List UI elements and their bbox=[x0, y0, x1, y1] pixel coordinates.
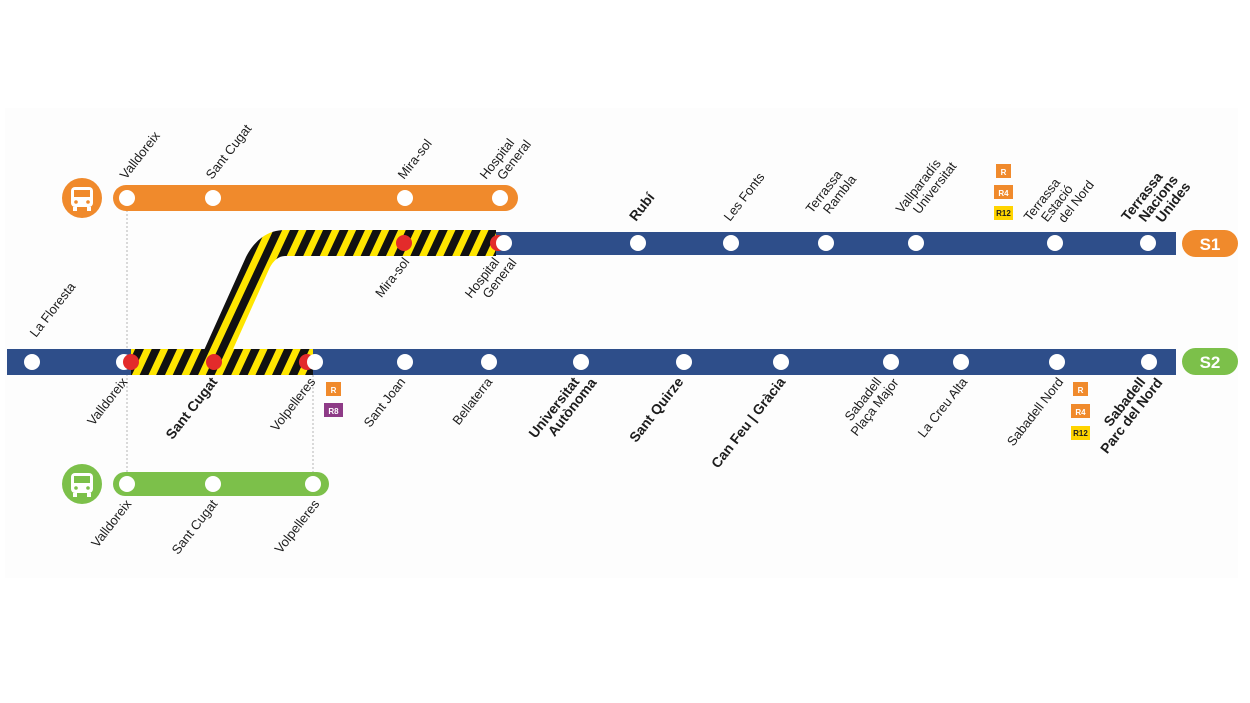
rodalies-r4-icon bbox=[1071, 404, 1090, 418]
rodalies-r4-icon bbox=[994, 185, 1013, 199]
station-dot[interactable] bbox=[24, 354, 40, 370]
rodalies-r-icon bbox=[1073, 382, 1088, 396]
rodalies-label: R bbox=[1001, 168, 1007, 177]
station-dot-affected[interactable] bbox=[123, 354, 139, 370]
station-dot[interactable] bbox=[119, 190, 135, 206]
station-dot[interactable] bbox=[1140, 235, 1156, 251]
connector-guides bbox=[126, 198, 314, 484]
station-dot[interactable] bbox=[676, 354, 692, 370]
station-dot[interactable] bbox=[397, 190, 413, 206]
rodalies-volpelleres: R R8 bbox=[324, 382, 343, 417]
rodalies-label: R12 bbox=[1073, 429, 1088, 438]
rodalies-r8-icon bbox=[324, 403, 343, 417]
bus-s2-stops bbox=[119, 476, 321, 492]
s2-stations bbox=[24, 354, 1157, 370]
bus-icon bbox=[71, 187, 93, 211]
rodalies-r12-icon bbox=[994, 206, 1013, 220]
rodalies-r-icon bbox=[326, 382, 341, 396]
station-dot[interactable] bbox=[119, 476, 135, 492]
bus-icon bbox=[71, 473, 93, 497]
station-dot[interactable] bbox=[908, 235, 924, 251]
bus-s1-stops bbox=[119, 190, 508, 206]
station-dot[interactable] bbox=[1141, 354, 1157, 370]
s1-track bbox=[496, 232, 1176, 255]
rodalies-label: R4 bbox=[998, 189, 1009, 198]
station-dot[interactable] bbox=[205, 190, 221, 206]
station-dot[interactable] bbox=[492, 190, 508, 206]
rodalies-label: R bbox=[1078, 386, 1084, 395]
station-dot[interactable] bbox=[630, 235, 646, 251]
station-dot[interactable] bbox=[953, 354, 969, 370]
station-dot[interactable] bbox=[397, 354, 413, 370]
station-dot[interactable] bbox=[496, 235, 512, 251]
station-dot[interactable] bbox=[307, 354, 323, 370]
station-dot[interactable] bbox=[1049, 354, 1065, 370]
station-dot[interactable] bbox=[773, 354, 789, 370]
s2-badge[interactable]: S2 bbox=[1182, 348, 1238, 375]
rodalies-r12-icon bbox=[1071, 426, 1090, 440]
rodalies-label: R8 bbox=[328, 407, 339, 416]
rodalies-terrassa-nord: R R4 R12 bbox=[994, 164, 1013, 220]
rodalies-label: R bbox=[331, 386, 337, 395]
station-dot[interactable] bbox=[481, 354, 497, 370]
rodalies-label: R12 bbox=[996, 209, 1011, 218]
station-dot[interactable] bbox=[573, 354, 589, 370]
station-dot[interactable] bbox=[305, 476, 321, 492]
bus-s1-badge bbox=[62, 178, 102, 218]
rodalies-label: R4 bbox=[1075, 408, 1086, 417]
station-dot[interactable] bbox=[883, 354, 899, 370]
s1-badge-label: S1 bbox=[1200, 235, 1221, 254]
rodalies-r-icon bbox=[996, 164, 1011, 178]
s2-badge-label: S2 bbox=[1200, 353, 1221, 372]
station-dot[interactable] bbox=[205, 476, 221, 492]
station-dot[interactable] bbox=[818, 235, 834, 251]
station-dot-affected[interactable] bbox=[396, 235, 412, 251]
bus-s1-line bbox=[113, 185, 518, 211]
rodalies-sabadell-nord: R R4 R12 bbox=[1071, 382, 1090, 440]
bus-s2-badge bbox=[62, 464, 102, 504]
station-dot-affected[interactable] bbox=[206, 354, 222, 370]
station-dot[interactable] bbox=[723, 235, 739, 251]
station-dot[interactable] bbox=[1047, 235, 1063, 251]
s1-stations bbox=[396, 235, 1156, 251]
s1-badge[interactable]: S1 bbox=[1182, 230, 1238, 257]
